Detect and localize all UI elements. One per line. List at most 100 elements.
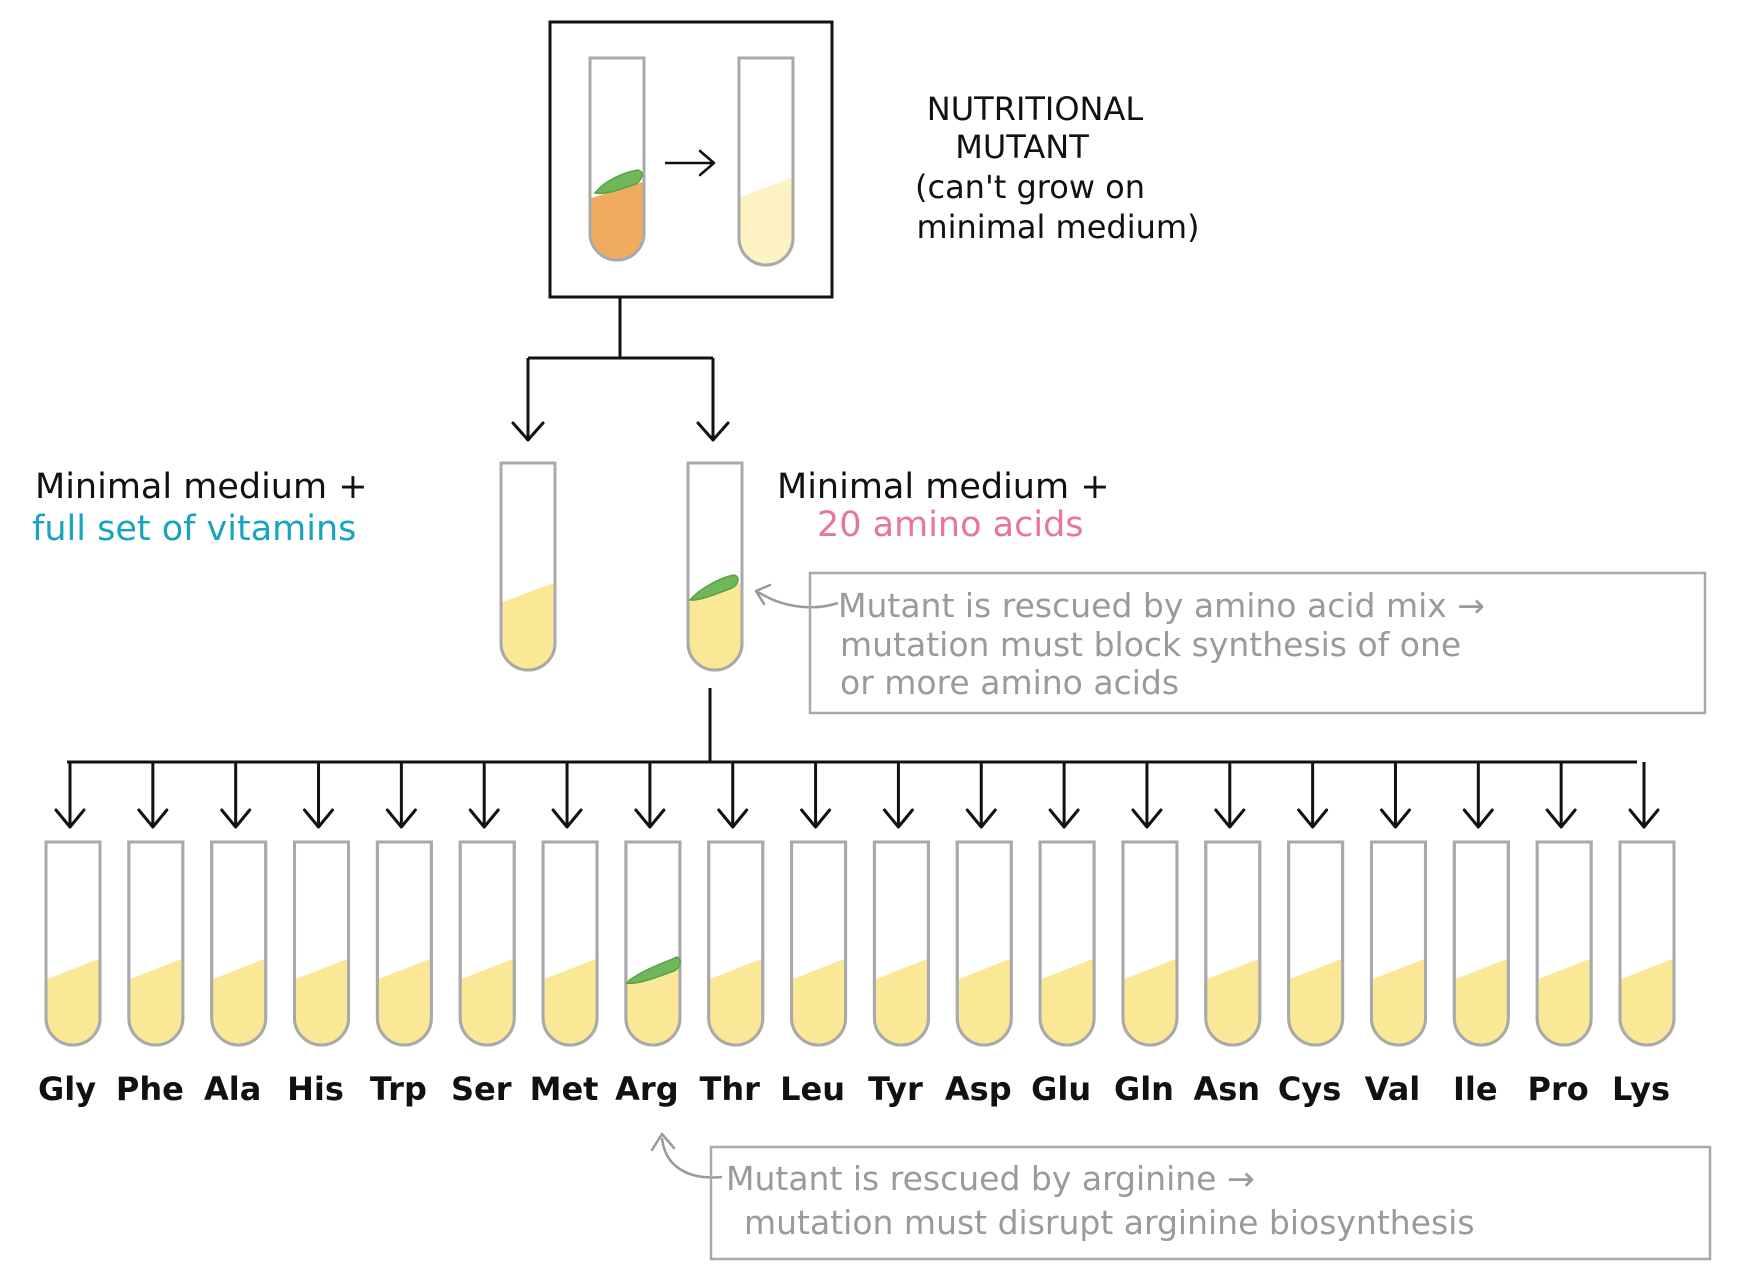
amino-acid-label-trp: Trp <box>370 1070 427 1108</box>
amino-acid-label-asp: Asp <box>945 1070 1012 1108</box>
tube-asp <box>955 840 1013 1047</box>
amino-acid-label-cys: Cys <box>1278 1070 1341 1108</box>
note-arginine-line-2: mutation must disrupt arginine biosynthe… <box>744 1203 1475 1242</box>
tube-thr <box>707 840 765 1047</box>
medium <box>213 959 265 1044</box>
title-line-2: MUTANT <box>955 128 1089 166</box>
medium <box>958 959 1010 1044</box>
tube-ile <box>1452 840 1510 1047</box>
arrow-down-icon <box>965 808 997 829</box>
medium <box>1041 959 1093 1044</box>
arrow-down-icon <box>696 421 730 442</box>
medium <box>793 959 845 1044</box>
mutant-box <box>548 20 834 299</box>
tube-vitamins <box>499 461 557 672</box>
arrow-down-icon <box>137 808 169 829</box>
amino-acid-label-met: Met <box>530 1070 599 1108</box>
tube-pro <box>1535 840 1593 1047</box>
arrow-head-icon <box>754 583 772 606</box>
tube-cys <box>1287 840 1345 1047</box>
tube-amino-acids <box>686 461 744 672</box>
arrow-down-icon <box>511 421 545 442</box>
amino-acid-label-gln: Gln <box>1114 1070 1174 1108</box>
branch-right-line-2: 20 amino acids <box>817 505 1084 545</box>
amino-acid-label-asn: Asn <box>1193 1070 1260 1108</box>
arrow-head-icon <box>698 149 716 177</box>
medium <box>47 959 99 1044</box>
amino-acid-label-phe: Phe <box>116 1070 184 1108</box>
arrow-head-icon <box>650 1132 676 1152</box>
note-arginine: Mutant is rescued by arginine → mutation… <box>650 1132 1712 1261</box>
arrow-down-icon <box>1131 808 1163 829</box>
arrow-down-icon <box>1628 808 1660 829</box>
colony <box>593 169 643 195</box>
arrow-down-icon <box>1545 808 1577 829</box>
distribution-connector <box>67 688 1637 764</box>
tube-gln <box>1121 840 1179 1047</box>
tube-val <box>1369 840 1427 1047</box>
medium <box>710 959 762 1044</box>
amino-acid-label-leu: Leu <box>780 1070 845 1108</box>
amino-acid-label-arg: Arg <box>615 1070 678 1108</box>
amino-acid-label-pro: Pro <box>1528 1070 1589 1108</box>
branch-left-line-2: full set of vitamins <box>32 509 356 549</box>
arrow-down-icon <box>220 808 252 829</box>
tube-gly <box>44 840 102 1047</box>
amino-acid-label-tyr: Tyr <box>868 1070 923 1108</box>
medium <box>1372 959 1424 1044</box>
tube-phe <box>127 840 185 1047</box>
branch-left-line-1: Minimal medium + <box>35 467 368 507</box>
tube-ser <box>458 840 516 1047</box>
medium <box>1538 959 1590 1044</box>
arrow-down-icon <box>717 808 749 829</box>
arrow-down-icon <box>800 808 832 829</box>
title-line-3: (can't grow on <box>915 168 1145 206</box>
branch-right-line-1: Minimal medium + <box>777 467 1110 507</box>
arrow-down-icon <box>1297 808 1329 829</box>
medium <box>1124 959 1176 1044</box>
medium <box>1207 959 1259 1044</box>
colony <box>625 956 681 985</box>
tube-rich-medium <box>588 56 646 262</box>
arrow-down-icon <box>54 808 86 829</box>
branch-connector <box>526 297 715 438</box>
arrow-down-icon <box>634 808 666 829</box>
tube-ala <box>210 840 268 1047</box>
note-amino-mix-line-3: or more amino acids <box>840 663 1179 702</box>
arrow-down-icon <box>303 808 335 829</box>
amino-acid-label-thr: Thr <box>700 1070 761 1108</box>
medium <box>875 959 927 1044</box>
note-amino-mix-line-1: Mutant is rescued by amino acid mix → <box>838 586 1485 625</box>
note-amino-mix-line-2: mutation must block synthesis of one <box>840 625 1461 664</box>
colony <box>688 574 739 601</box>
tube-trp <box>375 840 433 1047</box>
title-line-4: minimal medium) <box>916 208 1199 246</box>
tube-asn <box>1204 840 1262 1047</box>
tube-leu <box>790 840 848 1047</box>
tube-lys <box>1618 840 1676 1047</box>
tube-arg <box>624 840 682 1047</box>
arrow-down-icon <box>882 808 914 829</box>
arrow-down-icon <box>1048 808 1080 829</box>
amino-acid-label-glu: Glu <box>1031 1070 1091 1108</box>
amino-acid-label-ile: Ile <box>1453 1070 1498 1108</box>
arrow-down-icon <box>385 808 417 829</box>
tube-met <box>541 840 599 1047</box>
arrow-down-icon <box>551 808 583 829</box>
medium <box>1621 959 1673 1044</box>
arrow-down-icon <box>1214 808 1246 829</box>
medium <box>461 959 513 1044</box>
note-amino-mix: Mutant is rescued by amino acid mix → mu… <box>754 571 1707 715</box>
note-pointer-arrow <box>660 1137 723 1179</box>
amino-acid-label-his: His <box>287 1070 344 1108</box>
arrow-down-icon <box>1379 808 1411 829</box>
tube-glu <box>1038 840 1096 1047</box>
tube-his <box>293 840 351 1047</box>
medium <box>1290 959 1342 1044</box>
title-line-1: NUTRITIONAL <box>927 90 1144 128</box>
arrow-down-icon <box>1462 808 1494 829</box>
tube-minimal-medium <box>737 56 795 267</box>
tube-tyr <box>872 840 930 1047</box>
note-arginine-line-1: Mutant is rescued by arginine → <box>726 1159 1255 1198</box>
